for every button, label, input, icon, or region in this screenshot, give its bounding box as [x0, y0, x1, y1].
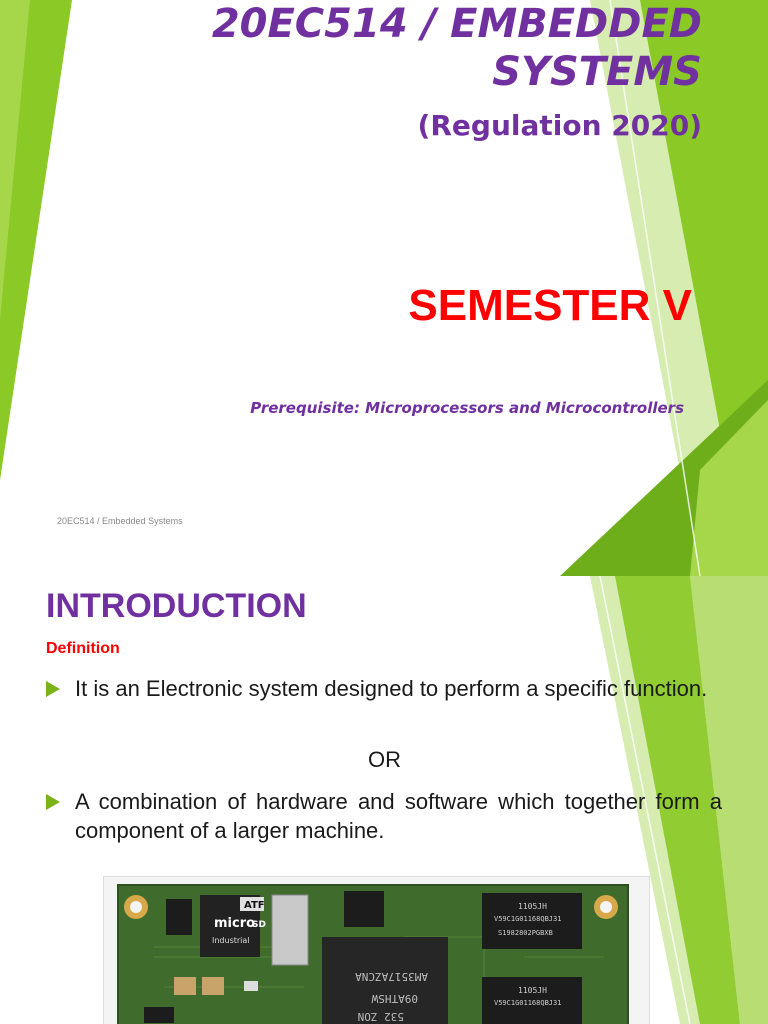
ram-chip — [482, 977, 582, 1024]
chip-label: V59C1G01168QBJ31 — [494, 999, 561, 1007]
triangle-bullet-icon — [46, 794, 60, 810]
circuit-board-graphic: ATF micro SD Industrial 1105JH V59C1G011… — [117, 884, 629, 1024]
chip-label: 09ATHSW — [371, 992, 418, 1005]
introduction-slide: INTRODUCTION Definition It is an Electro… — [0, 576, 768, 1024]
prerequisite-text: Prerequisite: Microprocessors and Microc… — [250, 399, 684, 417]
small-chip — [144, 1007, 174, 1023]
chip-label: SD — [252, 920, 266, 930]
slide-footer: 20EC514 / Embedded Systems — [57, 516, 183, 526]
facet-line — [599, 576, 691, 1024]
processor-chip — [322, 937, 448, 1024]
bullet-item: It is an Electronic system designed to p… — [46, 674, 722, 703]
chip-label: 532 ZON — [358, 1010, 404, 1023]
green-facets-decoration — [590, 576, 768, 1024]
bullet-text: A combination of hardware and software w… — [75, 789, 722, 843]
facet-line — [609, 0, 701, 576]
green-facets-decoration — [0, 0, 768, 576]
ram-chip — [482, 893, 582, 949]
right-green-facet — [640, 0, 768, 430]
semester-heading: SEMESTER V — [408, 281, 692, 330]
chip-label: Industrial — [212, 936, 250, 945]
bullet-item: A combination of hardware and software w… — [46, 787, 722, 845]
course-title-line1: 20EC514 / EMBEDDED — [211, 1, 702, 47]
chip-label: 1105JH — [518, 902, 547, 911]
definition-label: Definition — [46, 640, 120, 657]
capacitor — [174, 977, 196, 995]
or-text: OR — [368, 747, 401, 772]
connector — [271, 894, 309, 966]
chip-label: micro — [214, 916, 255, 931]
intro-heading: INTRODUCTION — [46, 587, 307, 625]
chip-label: 1105JH — [518, 986, 547, 995]
course-title-line2: SYSTEMS — [492, 49, 702, 95]
course-title: 20EC514 / EMBEDDED SYSTEMS — [142, 0, 702, 96]
left-light-facet — [0, 0, 30, 320]
chip-label: S1982802PGBXB — [498, 929, 553, 937]
right-green-facet — [615, 576, 740, 1024]
right-light-facet — [690, 400, 768, 576]
small-chip — [166, 899, 192, 935]
bullet-text: It is an Electronic system designed to p… — [75, 676, 708, 701]
chip-label: ATF — [244, 900, 265, 911]
right-light-facet — [690, 576, 768, 1024]
small-chip — [344, 891, 384, 927]
title-slide: 20EC514 / EMBEDDED SYSTEMS (Regulation 2… — [0, 0, 768, 576]
resistor — [244, 981, 258, 991]
regulation-text: (Regulation 2020) — [417, 109, 702, 142]
chip-label: V59C1G01168QBJ31 — [494, 915, 561, 923]
embedded-board-image: ATF micro SD Industrial 1105JH V59C1G011… — [103, 876, 650, 1024]
chip-label: AM3517AZCNA — [355, 970, 428, 983]
triangle-bullet-icon — [46, 681, 60, 697]
capacitor — [202, 977, 224, 995]
